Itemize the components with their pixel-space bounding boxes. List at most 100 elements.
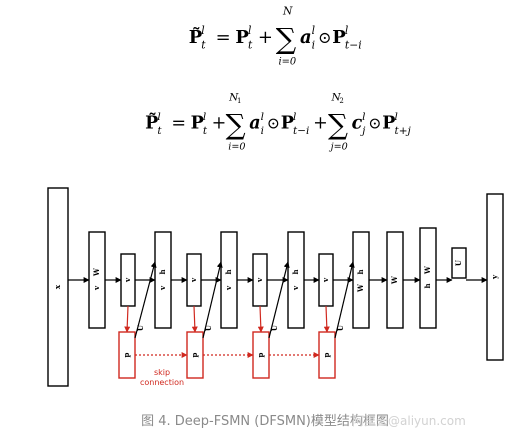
memory-input-arrow [124,305,131,333]
eq2-sum1-top-sub: 1 [237,97,241,105]
eq2-lhs-sub: t [157,125,162,137]
eq1-sum-symbol: ∑ [276,21,297,55]
eq1-lhs-sub: t [201,38,206,51]
equation-2: P̃ l t = P l t + N 1 ∑ i=0 a l i ⊙ P l t… [145,92,412,153]
eq2-odot: ⊙ [267,114,280,133]
layer-label: v [189,277,198,283]
layer-label: v [291,285,300,291]
eq2-p: P [191,114,204,134]
memory-input-arrow [257,305,264,333]
eq2-sum1-bottom: i=0 [228,142,245,153]
eq1-p-sup: l [248,24,251,37]
skip-label-line2: connection [140,378,184,387]
eq2-lhs: P̃ [145,113,158,133]
layer-label: U [454,260,463,266]
eq1-sum-bottom: i=0 [278,57,296,68]
watermark: 阿里云@aliyun.com [352,414,466,428]
layer-label: W [356,284,365,293]
eq2-c: c [352,114,363,134]
layer-box [47,187,69,387]
memory-label: p [190,352,199,357]
layer-box [287,231,305,329]
eq2-p3-sub: t+j [395,125,412,137]
memory-label: p [322,352,331,357]
eq2-sum2-symbol: ∑ [328,108,348,141]
eq2-a: a [249,114,260,134]
eq1-odot: ⊙ [318,28,332,47]
eq1-lhs-sup: l [201,24,204,37]
layer-label: W [92,268,101,277]
projection-arrow [334,261,355,339]
eq1-a: a [300,27,312,48]
eq2-sum2-top: N [331,92,342,104]
eq1-p-sub: t [248,38,253,51]
eq2-p2: P [281,114,294,134]
layer-box [220,231,238,329]
layer-label: v [255,277,264,283]
layer-label: v [224,285,233,291]
projection-label: U [136,325,145,331]
layer-label: v [321,277,330,283]
layer-box [451,247,467,279]
eq2-sum2-bottom: j=0 [329,142,348,153]
eq2-sum2-top-sub: 2 [339,97,343,105]
layer-label: h [224,269,233,274]
figure-caption: 图 4. Deep-FSMN (DFSMN)模型结构框图 [141,414,389,429]
eq2-c-sup: l [362,111,365,123]
layer-label: y [490,274,499,280]
layer-label: v [123,277,132,283]
memory-layer: p Up Up Up U [118,261,355,379]
eq1-equals: = [216,27,231,48]
layer-label: x [53,284,62,289]
eq2-plus: + [212,114,227,134]
eq1-p2-sub: t−i [345,38,362,51]
layer-label: h [423,283,432,288]
memory-label: p [256,352,265,357]
memory-input-arrow [191,305,198,333]
eq2-p3-sup: l [395,111,398,123]
projection-arrow [268,261,290,339]
layer-label: h [291,269,300,274]
eq2-p2-sup: l [293,111,296,123]
skip-label-line1: skip [154,368,170,377]
eq1-a-sub: i [312,38,315,51]
eq1-plus: + [258,27,273,48]
eq2-p-sub: t [203,125,208,137]
layer-label: h [158,269,167,274]
projection-arrow [134,261,157,339]
memory-label: p [122,352,131,357]
eq2-sum1-symbol: ∑ [226,108,246,141]
projection-label: U [204,325,213,331]
eq1-lhs: P̃ [189,26,203,48]
eq2-lhs-sup: l [157,111,160,123]
layer-label: h [356,269,365,274]
eq1-sum-top: N [282,4,293,17]
memory-input-arrow [323,305,330,333]
projection-label: U [270,325,279,331]
eq2-equals: = [171,114,186,134]
layer-box [154,231,172,329]
layer-label: v [92,285,101,291]
eq2-c-sub: j [360,125,366,137]
layer-box [419,227,437,329]
eq2-plus2: + [313,114,328,134]
layer-box [88,231,106,329]
projection-arrow [202,261,223,339]
projection-label: U [336,325,345,331]
eq2-a-sub: i [261,125,264,137]
eq2-p2-sub: t−i [293,125,309,137]
skip-connection-layer: skip connection [140,368,184,387]
eq1-a-sup: l [312,24,315,37]
eq2-odot2: ⊙ [368,114,381,133]
layer-box [352,231,370,329]
equation-1: P̃ l t = P l t + N ∑ i=0 a l i ⊙ P l t−i [189,4,362,68]
eq1-p: P [235,27,249,48]
eq2-sum1-top: N [228,92,239,104]
eq2-a-sup: l [261,111,264,123]
layer-label: W [390,276,399,285]
eq2-p3: P [382,114,395,134]
eq1-p2: P [332,27,346,48]
layer-label: v [158,285,167,291]
